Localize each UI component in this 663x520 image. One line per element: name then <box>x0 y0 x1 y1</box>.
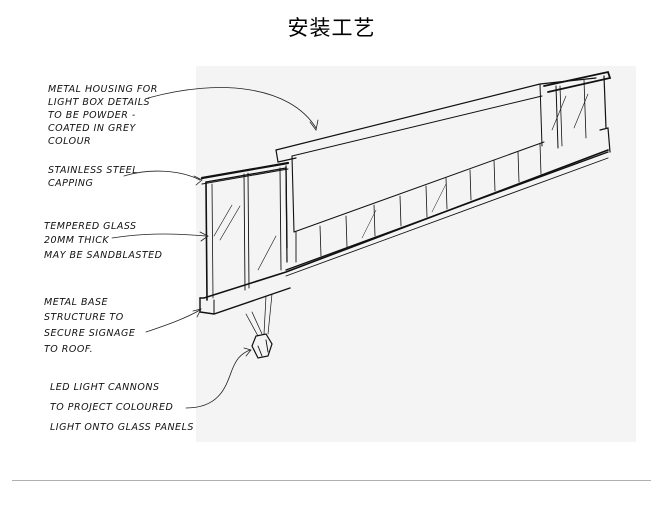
annotation-line: TO ROOF. <box>44 344 93 355</box>
annotation-line: 20MM THICK <box>44 235 109 246</box>
leader-arrows <box>111 87 319 409</box>
annotation-line: TO PROJECT COLOURED <box>50 402 173 413</box>
annotation-housing: METAL HOUSING FOR LIGHT BOX DETAILS TO B… <box>48 84 158 147</box>
annotation-glass: TEMPERED GLASS 20MM THICK MAY BE SANDBLA… <box>44 221 162 261</box>
annotation-base: METAL BASE STRUCTURE TO SECURE SIGNAGE T… <box>44 297 135 355</box>
front-glass-panel <box>200 161 290 301</box>
annotation-line: METAL BASE <box>44 297 108 308</box>
annotation-line: COLOUR <box>48 136 91 147</box>
bottom-divider <box>12 480 651 481</box>
annotation-line: SECURE SIGNAGE <box>44 328 135 339</box>
annotation-line: COATED IN GREY <box>48 123 136 134</box>
annotation-line: STRUCTURE TO <box>44 312 124 323</box>
annotation-line: LIGHT ONTO GLASS PANELS <box>50 422 194 433</box>
annotation-cannons: LED LIGHT CANNONS TO PROJECT COLOURED LI… <box>50 382 194 433</box>
annotation-line: CAPPING <box>48 178 93 189</box>
annotation-line: LIGHT BOX DETAILS <box>48 97 150 108</box>
annotation-capping: STAINLESS STEEL CAPPING <box>48 165 138 189</box>
annotation-line: TO BE POWDER - <box>48 110 136 121</box>
annotation-line: MAY BE SANDBLASTED <box>44 250 162 261</box>
annotation-line: LED LIGHT CANNONS <box>50 382 160 393</box>
metal-base-structure <box>199 127 611 315</box>
annotation-line: TEMPERED GLASS <box>44 221 137 232</box>
annotation-line: STAINLESS STEEL <box>48 165 138 176</box>
page-title: 安装工艺 <box>287 16 376 40</box>
led-light-cannon <box>245 293 273 359</box>
annotation-line: METAL HOUSING FOR <box>48 84 158 95</box>
sketch-background <box>196 66 636 442</box>
